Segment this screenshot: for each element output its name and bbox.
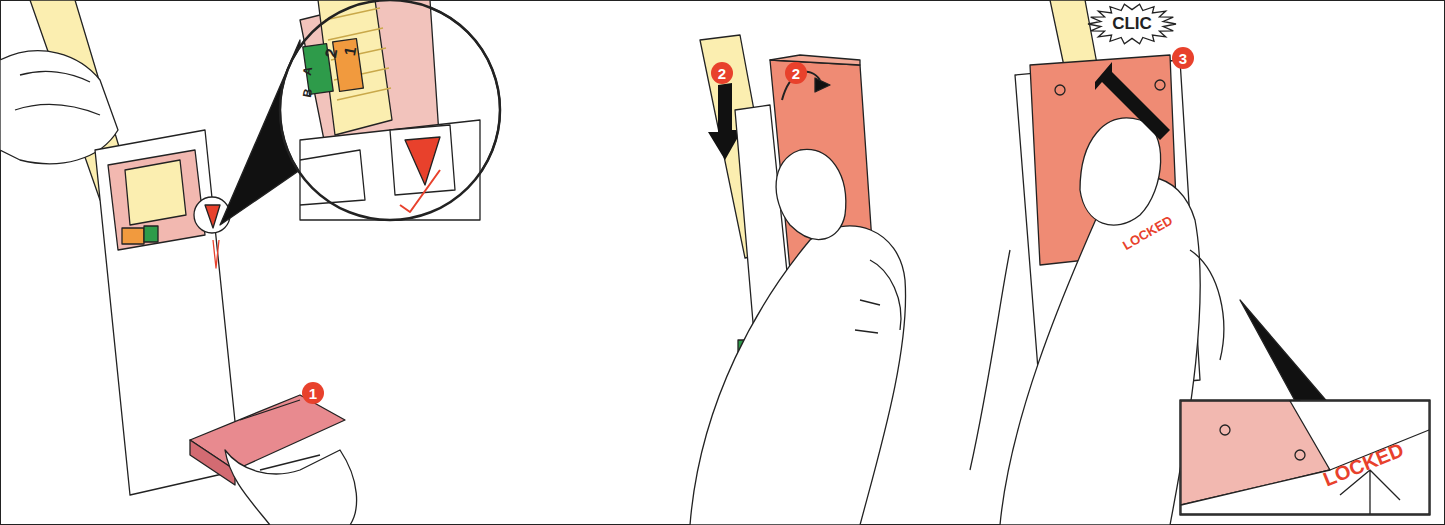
callout-number: 2 (711, 62, 733, 84)
panel-two (690, 35, 906, 525)
callout-number: 1 (302, 382, 324, 404)
callout-number: 3 (1172, 47, 1194, 69)
step-number: 3 (1179, 50, 1187, 67)
callout-number: 2 (785, 62, 807, 84)
sound-burst: CLIC (1086, 2, 1178, 46)
panel-one (0, 0, 500, 525)
step-number: 2 (792, 65, 800, 82)
step-number: 1 (309, 385, 317, 402)
step-number: 2 (718, 65, 726, 82)
panel-three (970, 0, 1430, 525)
sound-word: CLIC (1112, 14, 1152, 34)
